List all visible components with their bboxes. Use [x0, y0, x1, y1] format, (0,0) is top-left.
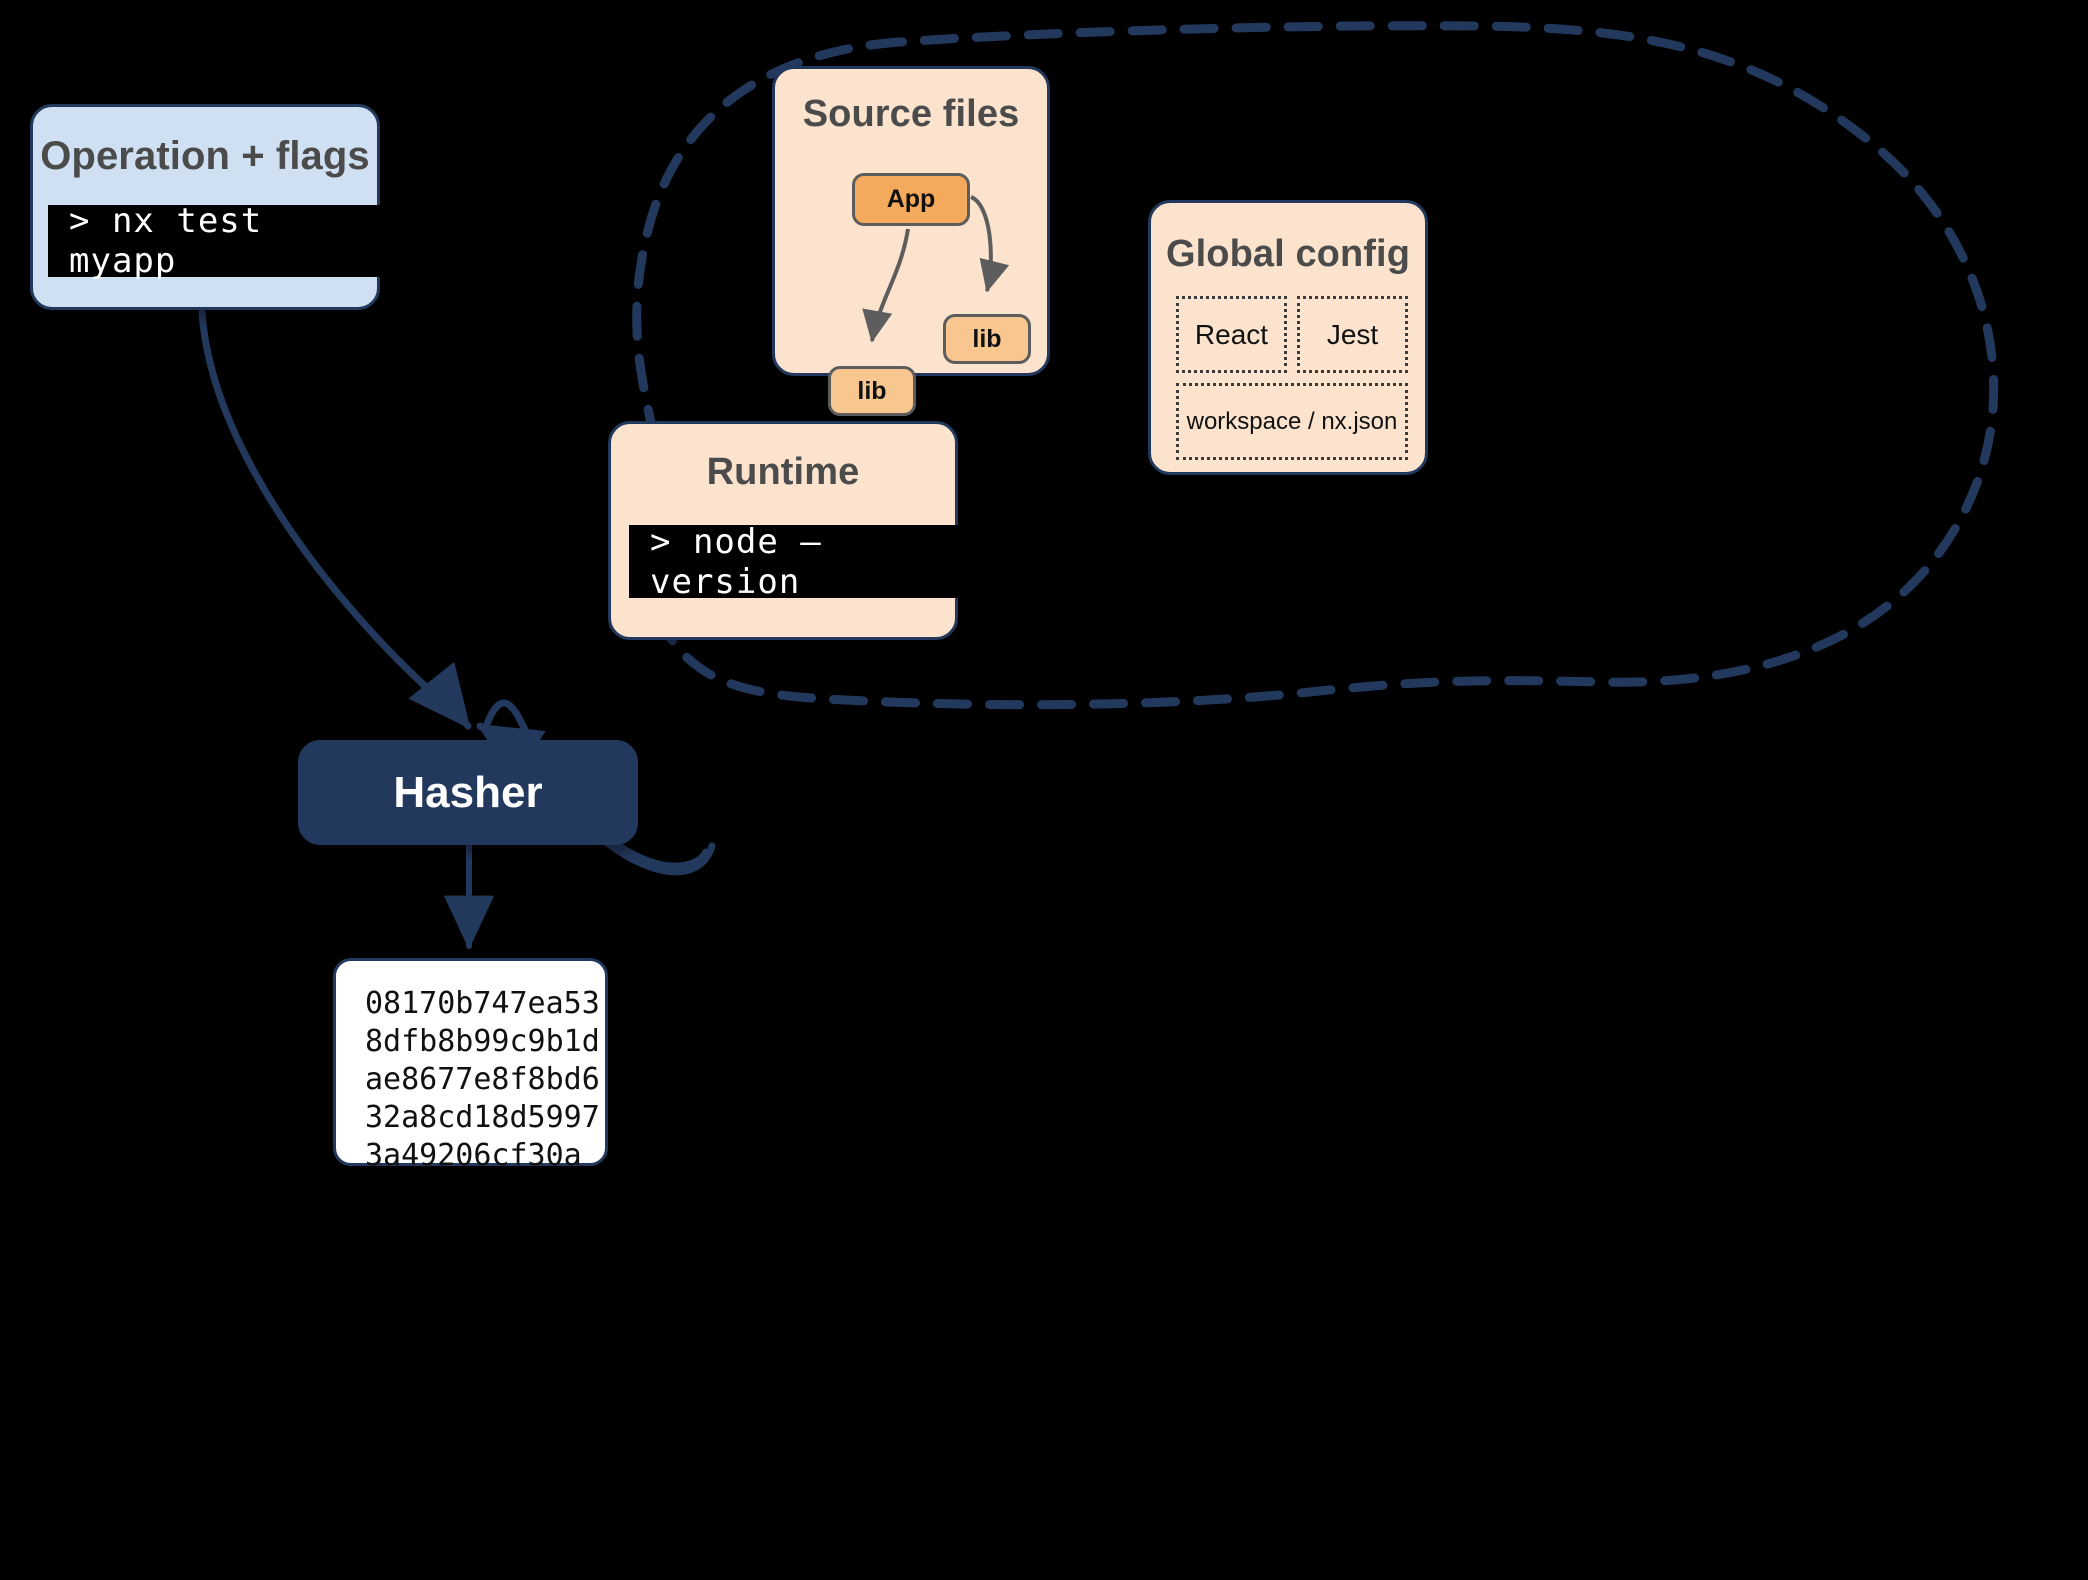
source-node-lib-right[interactable]: lib: [943, 314, 1031, 364]
operation-flags-card[interactable]: Operation + flags > nx test myapp: [30, 104, 382, 310]
runtime-terminal: > node –version: [629, 522, 963, 602]
source-files-edges: [862, 195, 1010, 343]
config-cell-react[interactable]: React: [1176, 296, 1287, 373]
runtime-title: Runtime: [706, 451, 860, 493]
config-cell-jest[interactable]: Jest: [1297, 296, 1408, 373]
source-files-card[interactable]: Source files App lib lib: [772, 66, 1050, 416]
hash-output-card[interactable]: 08170b747ea53 8dfb8b99c9b1d ae8677e8f8bd…: [333, 958, 608, 1173]
operation-terminal: > nx test myapp: [48, 201, 382, 281]
edge-app-to-lib-right: [969, 195, 1010, 293]
source-node-app[interactable]: App: [852, 173, 970, 226]
source-files-title: Source files: [802, 93, 1020, 135]
edge-operation-to-hasher: [198, 308, 472, 730]
hasher-card[interactable]: Hasher: [298, 740, 638, 845]
hash-output-value: 08170b747ea53 8dfb8b99c9b1d ae8677e8f8bd…: [365, 986, 600, 1174]
edge-app-to-lib-left: [862, 228, 910, 343]
source-node-lib-left[interactable]: lib: [828, 366, 916, 416]
config-cell-workspace[interactable]: workspace / nx.json: [1176, 383, 1408, 460]
global-config-title: Global config: [1165, 233, 1411, 275]
hasher-label: Hasher: [393, 767, 543, 817]
global-config-card[interactable]: Global config React Jest workspace / nx.…: [1148, 200, 1428, 475]
runtime-card[interactable]: Runtime > node –version: [608, 421, 963, 640]
operation-flags-title: Operation + flags: [40, 134, 370, 178]
